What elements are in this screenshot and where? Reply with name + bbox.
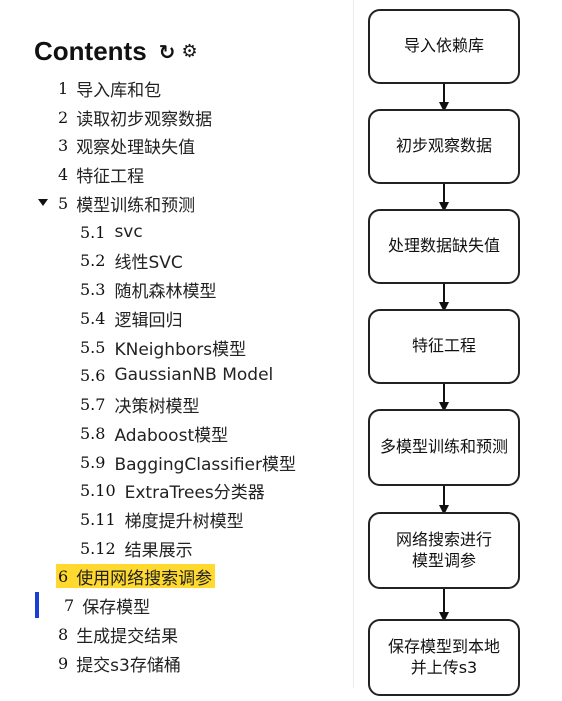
toc-subitem-5-2[interactable]: 5.2 线性SVC — [80, 248, 183, 273]
toc-item-label: 生成提交结果 — [76, 626, 179, 647]
toc-subitem-5-4[interactable]: 5.4 逻辑回归 — [80, 306, 183, 331]
toc-item-label: 提交s3存储桶 — [76, 655, 181, 676]
flow-step-import-libraries: 导入依赖库 — [368, 9, 520, 84]
toc-item-4[interactable]: 4 特征工程 — [58, 162, 145, 187]
toc-item-label: 结果展示 — [124, 540, 193, 561]
toc-subitem-5-8[interactable]: 5.8 Adaboost模型 — [80, 421, 229, 446]
toc-subitem-5-3[interactable]: 5.3 随机森林模型 — [80, 277, 217, 302]
toc-item-6[interactable]: 6 使用网络搜索调参 — [56, 564, 216, 589]
toc-item-3[interactable]: 3 观察处理缺失值 — [58, 133, 196, 158]
toc-item-number: 5.12 — [80, 538, 116, 558]
toc-item-label: 观察处理缺失值 — [76, 137, 196, 158]
toc-item-number: 5.5 — [80, 337, 106, 357]
toc-subitem-5-5[interactable]: 5.5 KNeighbors模型 — [80, 335, 247, 360]
gear-icon[interactable]: ⚙ — [181, 40, 198, 62]
toc-item-number: 3 — [58, 135, 69, 155]
toc-item-label: ExtraTrees分类器 — [124, 482, 265, 503]
collapse-caret-icon[interactable] — [38, 199, 48, 206]
flow-step-save-upload: 保存模型到本地 并上传s3 — [368, 619, 520, 696]
toc-item-number: 5.4 — [80, 308, 106, 328]
toc-title: Contents — [34, 36, 147, 66]
table-of-contents: Contents ↻ ⚙ 1 导入库和包 2 读取初步观察数据 3 观察处理缺失… — [16, 0, 354, 688]
toc-item-number: 5 — [58, 193, 69, 213]
toc-item-7[interactable]: 7 保存模型 — [64, 593, 151, 618]
toc-item-number: 7 — [64, 595, 75, 615]
toc-subitem-5-10[interactable]: 5.10 ExtraTrees分类器 — [80, 478, 265, 503]
toc-item-label: 使用网络搜索调参 — [76, 568, 213, 589]
toc-item-label: 随机森林模型 — [114, 281, 217, 302]
toc-subitem-5-12[interactable]: 5.12 结果展示 — [80, 536, 193, 561]
flow-step-train-predict: 多模型训练和预测 — [368, 409, 520, 486]
flow-step-grid-search: 网络搜索进行 模型调参 — [368, 512, 520, 589]
toc-item-label: 线性SVC — [114, 252, 183, 273]
toc-item-label: 保存模型 — [82, 597, 151, 618]
toc-item-label: svc — [114, 222, 143, 242]
toc-subitem-5-9[interactable]: 5.9 BaggingClassifier模型 — [80, 450, 297, 475]
toc-item-number: 5.2 — [80, 250, 106, 270]
toc-item-number: 5.3 — [80, 279, 106, 299]
active-item-marker — [35, 592, 39, 618]
toc-subitem-5-11[interactable]: 5.11 梯度提升树模型 — [80, 507, 244, 532]
toc-item-number: 5.1 — [80, 222, 106, 242]
toc-subitem-5-6[interactable]: 5.6 GaussianNB Model — [80, 363, 273, 387]
toc-item-number: 9 — [58, 653, 69, 673]
toc-item-number: 5.10 — [80, 480, 116, 500]
toc-item-label: 逻辑回归 — [114, 310, 183, 331]
toc-item-number: 5.9 — [80, 452, 106, 472]
toc-item-label: 读取初步观察数据 — [76, 109, 213, 130]
toc-item-label: BaggingClassifier模型 — [114, 454, 297, 475]
toc-item-label: 模型训练和预测 — [76, 195, 196, 216]
toc-item-9[interactable]: 9 提交s3存储桶 — [58, 651, 181, 676]
toc-header: Contents ↻ ⚙ — [34, 36, 198, 67]
toc-item-number: 5.7 — [80, 394, 106, 414]
refresh-icon[interactable]: ↻ — [158, 39, 176, 64]
toc-item-1[interactable]: 1 导入库和包 — [58, 76, 162, 101]
toc-subitem-5-7[interactable]: 5.7 决策树模型 — [80, 392, 200, 417]
toc-item-label: 决策树模型 — [114, 396, 200, 417]
flow-step-observe-data: 初步观察数据 — [368, 109, 520, 184]
toc-item-number: 5.6 — [80, 365, 106, 385]
toc-item-number: 4 — [58, 164, 69, 184]
flow-step-feature-engineering: 特征工程 — [368, 309, 520, 384]
toc-item-label: GaussianNB Model — [114, 365, 274, 385]
toc-item-label: KNeighbors模型 — [114, 339, 247, 360]
toc-item-label: 梯度提升树模型 — [124, 511, 244, 532]
toc-item-8[interactable]: 8 生成提交结果 — [58, 622, 179, 647]
toc-item-label: Adaboost模型 — [114, 425, 229, 446]
toc-item-number: 2 — [58, 107, 69, 127]
toc-item-label: 特征工程 — [76, 166, 145, 187]
flow-step-missing-values: 处理数据缺失值 — [368, 209, 520, 284]
toc-item-label: 导入库和包 — [76, 80, 162, 101]
toc-subitem-5-1[interactable]: 5.1 svc — [80, 220, 143, 244]
toc-item-number: 8 — [58, 624, 69, 644]
toc-item-number: 5.11 — [80, 509, 116, 529]
toc-item-number: 5.8 — [80, 423, 106, 443]
toc-item-number: 1 — [58, 78, 69, 98]
toc-item-2[interactable]: 2 读取初步观察数据 — [58, 105, 213, 130]
toc-item-number: 6 — [58, 566, 69, 586]
toc-item-5[interactable]: 5 模型训练和预测 — [38, 191, 196, 216]
